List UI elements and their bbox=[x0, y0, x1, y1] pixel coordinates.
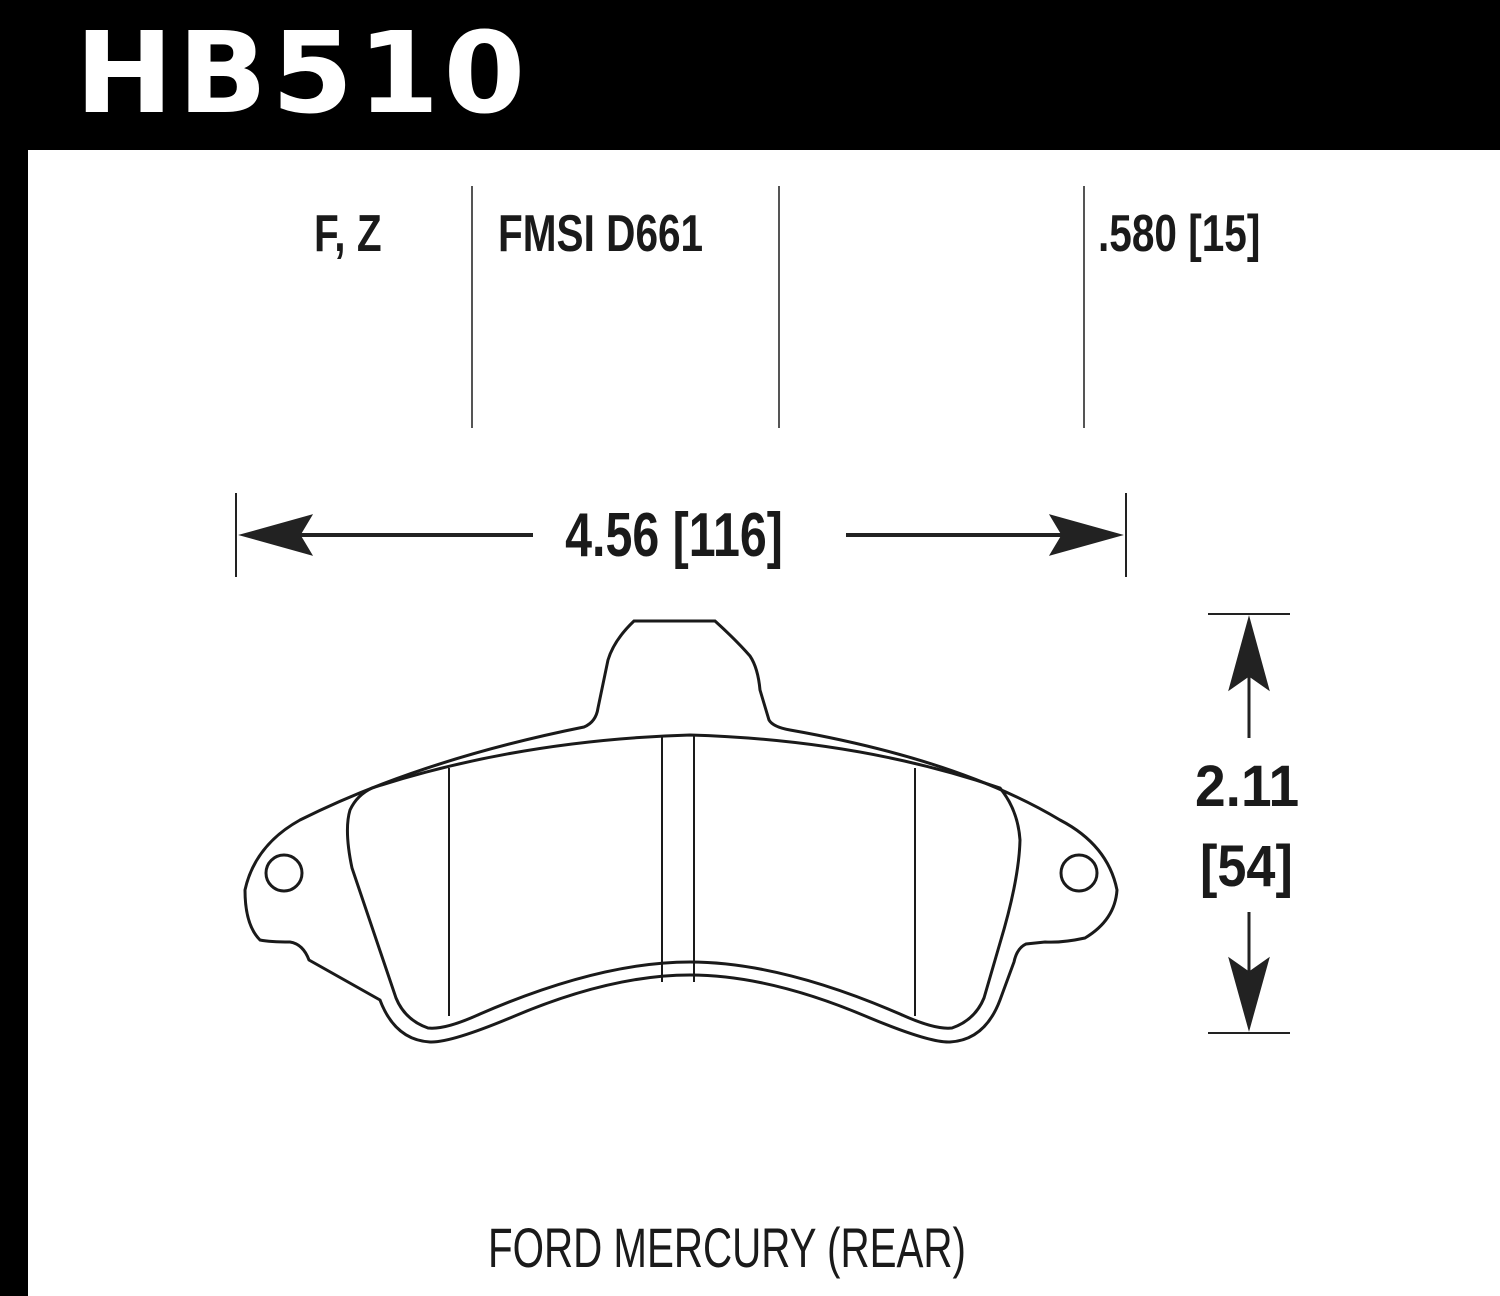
column-divider-1 bbox=[471, 186, 473, 428]
height-inches-label: 2.11 bbox=[1195, 754, 1300, 819]
column-divider-2 bbox=[778, 186, 780, 428]
compound-codes-label: F, Z bbox=[314, 205, 382, 263]
arrow-right-icon bbox=[1048, 514, 1124, 556]
left-border-bar bbox=[0, 0, 28, 1296]
height-mm-label: [54] bbox=[1200, 834, 1293, 899]
part-number-title: HB510 bbox=[75, 9, 530, 139]
arrow-left-icon bbox=[238, 514, 314, 556]
arrow-down-icon bbox=[1228, 956, 1270, 1032]
application-label: FORD MERCURY (REAR) bbox=[488, 1216, 966, 1279]
fmsi-label: FMSI D661 bbox=[498, 205, 704, 263]
pad-outline bbox=[243, 619, 1119, 1044]
thickness-label: .580 [15] bbox=[1098, 205, 1261, 263]
height-dimension bbox=[1208, 613, 1290, 1034]
column-divider-3 bbox=[1083, 186, 1085, 428]
mounting-hole-right bbox=[1059, 853, 1099, 893]
header-bar bbox=[0, 0, 1500, 150]
arrow-up-icon bbox=[1228, 615, 1270, 692]
mounting-hole-left bbox=[264, 853, 304, 893]
width-dimension bbox=[235, 493, 1127, 577]
pad-slots bbox=[448, 735, 916, 1016]
width-dimension-label: 4.56 [116] bbox=[562, 505, 787, 567]
